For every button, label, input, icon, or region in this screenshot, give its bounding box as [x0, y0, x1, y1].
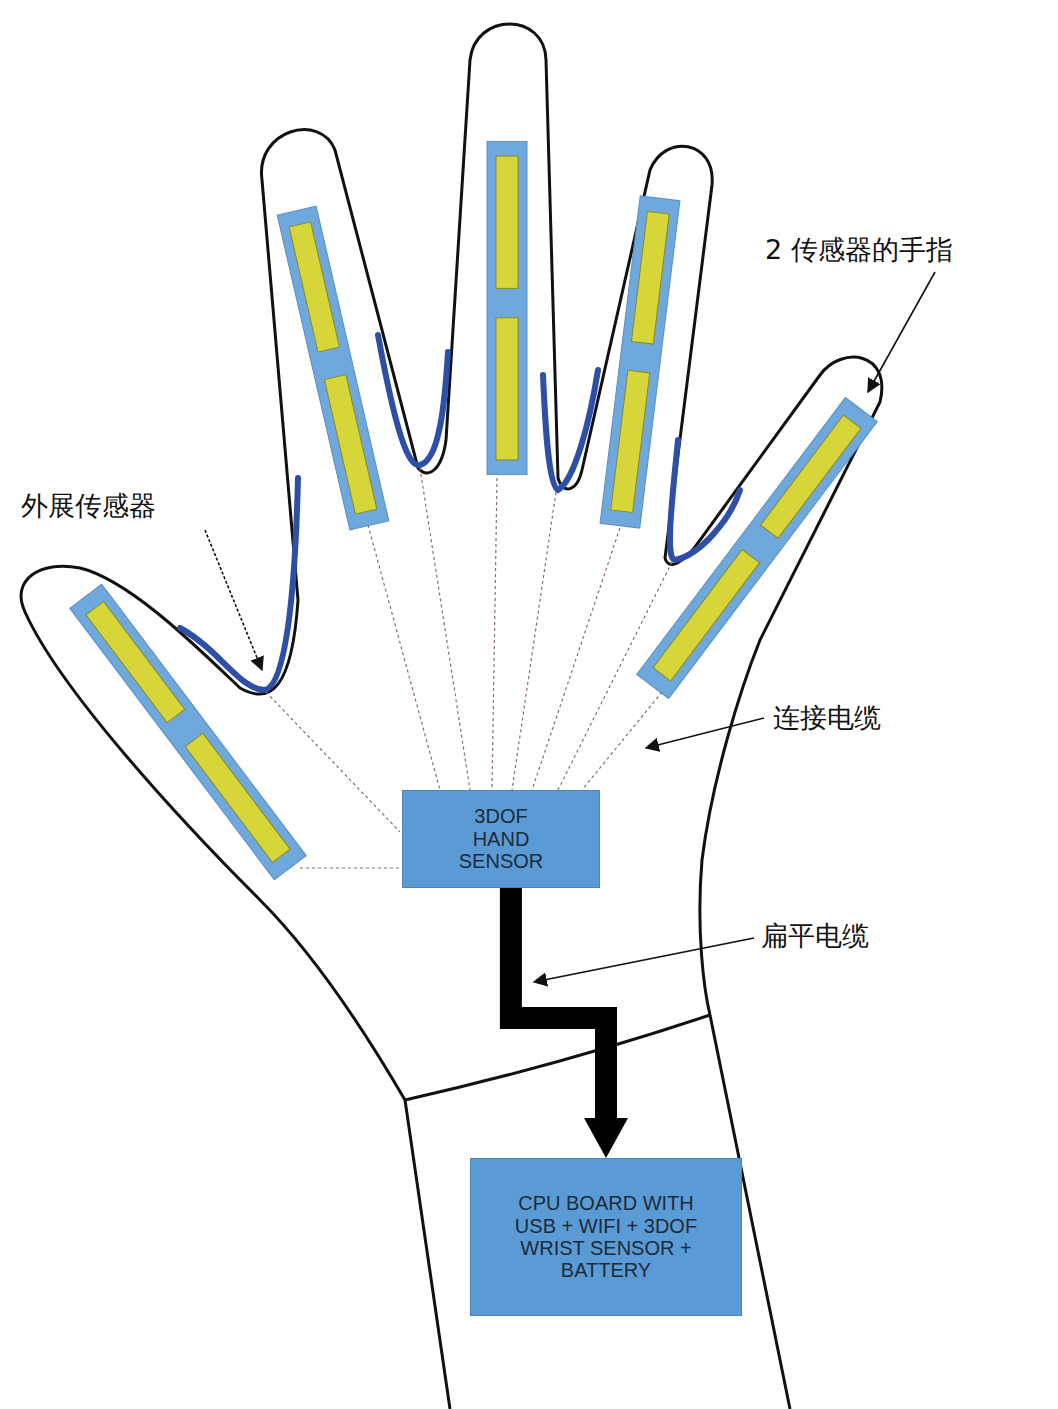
hand-outline [21, 24, 882, 1409]
leader-lines [205, 272, 935, 982]
thumb-sensor [70, 584, 307, 880]
little-sensor [637, 397, 878, 698]
cable-label: 连接电缆 [770, 700, 884, 736]
abduction-sensor-label: 外展传感器 [18, 488, 159, 524]
finger-sensor-label: 2 传感器的手指 [762, 232, 956, 268]
sensor-box: 3DOF HAND SENSOR [402, 790, 600, 888]
arrow-head [584, 1118, 628, 1158]
flat-cable-arrow [511, 888, 628, 1158]
cpu-board-box: CPU BOARD WITH USB + WIFI + 3DOF WRIST S… [470, 1158, 742, 1316]
ring-sensor [600, 196, 680, 528]
abduction-sensors [180, 335, 740, 690]
flat-cable-label: 扁平电缆 [758, 918, 872, 954]
box-text: 3DOF HAND SENSOR [451, 805, 551, 872]
box-text: CPU BOARD WITH USB + WIFI + 3DOF WRIST S… [496, 1192, 716, 1282]
middle-sensor [487, 141, 527, 474]
index-sensor [277, 206, 389, 530]
cable-line [511, 888, 606, 1120]
